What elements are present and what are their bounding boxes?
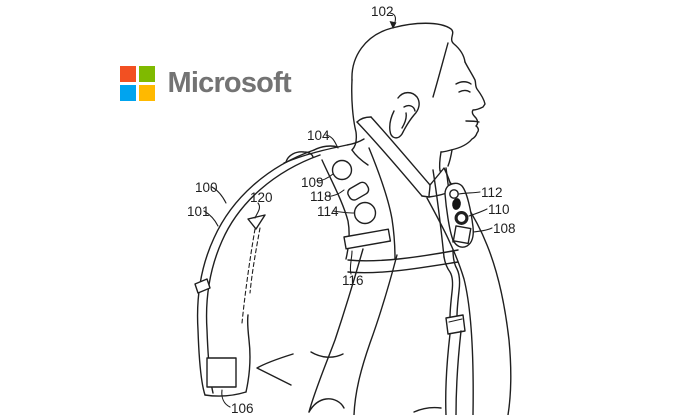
hatched-patch-106 [206,357,237,388]
front-strap-left-edge [432,169,445,258]
jacket-hem-line [413,406,442,413]
ref-label-109: 109 [301,175,324,190]
wearer-body [308,170,512,415]
wearer-head [351,22,486,172]
backpack-bottom-edge [204,391,247,397]
leader-104 [325,134,339,149]
collar-inner-edge [370,116,431,186]
stippled-button-112 [449,189,459,199]
leader-106 [221,389,231,408]
leader-109 [316,173,334,182]
head-back-outline [351,79,358,151]
sternum-strap-top-edge [347,249,459,262]
mouth-line [465,120,480,123]
ear-inner-top [403,104,416,112]
leader-110 [468,208,488,217]
ms-square-blue [120,84,136,101]
ref-label-120: 120 [250,190,273,205]
seam-dashed-line-2 [249,227,261,294]
chin-shadow [447,149,453,167]
backpack-top-edge [313,145,339,151]
collar-top-edge [356,116,372,123]
round-component-109 [331,159,353,181]
crosshatch-band-116 [343,228,392,250]
strap-buckle-bar [448,318,463,323]
arm-outer-edge [308,248,364,413]
sternum-strap-bottom-edge [347,261,459,274]
microsoft-logo: Microsoft [120,66,292,101]
ref-label-108: 108 [493,221,516,236]
leader-116 [349,250,353,275]
strap-right-edge [368,147,396,260]
ring-component-110 [454,211,469,225]
neck-back [351,149,369,166]
face-profile [440,61,486,153]
hair-outline [351,22,466,81]
ms-square-yellow [138,84,155,101]
ear-inner-bottom [401,112,407,129]
microsoft-logo-text: Microsoft [167,66,292,99]
strap-buckle [445,314,466,335]
ref-label-110: 110 [488,202,510,217]
backpack-outer-edge [196,149,315,396]
eye [458,89,471,93]
leader-100 [211,186,227,204]
leader-120 [254,202,261,219]
ref-label-116: 116 [342,273,364,288]
stippled-sensor-114 [353,201,377,225]
collar-outer-edge [356,121,423,197]
backpack-handle [285,151,314,163]
arrowhead-102 [389,21,397,29]
leader-101 [203,210,219,227]
jacket-wrinkle [256,353,294,386]
leader-114 [332,210,355,214]
ref-label-101: 101 [187,204,210,219]
leader-118 [325,189,345,197]
leader-108 [472,227,493,233]
strap-tail-left [445,333,451,415]
collar-v-join [421,195,430,198]
seam-triangle [247,214,266,230]
sleeve-cuff [310,351,344,358]
ref-label-102: 102 [371,4,394,19]
ref-label-106: 106 [231,401,254,415]
strap-tail-right [455,330,462,415]
callout-labels: 100 101 102 104 106 108 109 110 112 114 … [187,4,516,415]
strap-lower-right-edge [452,249,461,317]
hand-outline [308,398,345,413]
ref-label-114: 114 [317,204,339,219]
ref-label-104: 104 [307,128,330,143]
ref-label-112: 112 [481,185,503,200]
front-strap [432,167,474,415]
eyebrow [455,81,472,85]
seam-dashed-line-1 [241,228,256,324]
ref-label-100: 100 [195,180,218,195]
shoulder-top-line [283,138,365,164]
backpack-side-buckle [194,278,211,294]
ear-outline [389,91,420,139]
microsoft-logo-mark [120,66,155,101]
ref-label-118: 118 [310,189,332,204]
ms-square-green [138,66,155,82]
backpack [194,145,339,397]
neck-front [438,151,442,172]
arm-inner-edge [353,254,398,415]
callout-leaders [203,12,493,408]
leader-112 [458,191,481,195]
sternum-strap [347,249,459,274]
hairline-temple [432,42,449,98]
black-oval-component [452,198,461,210]
ms-square-red [120,66,136,82]
shoulder-strap [283,138,396,260]
strap-lower-left-edge [443,256,454,318]
stippled-patch-118 [347,181,370,201]
striped-module-108 [452,225,472,245]
backpack-right-edge [245,314,251,393]
